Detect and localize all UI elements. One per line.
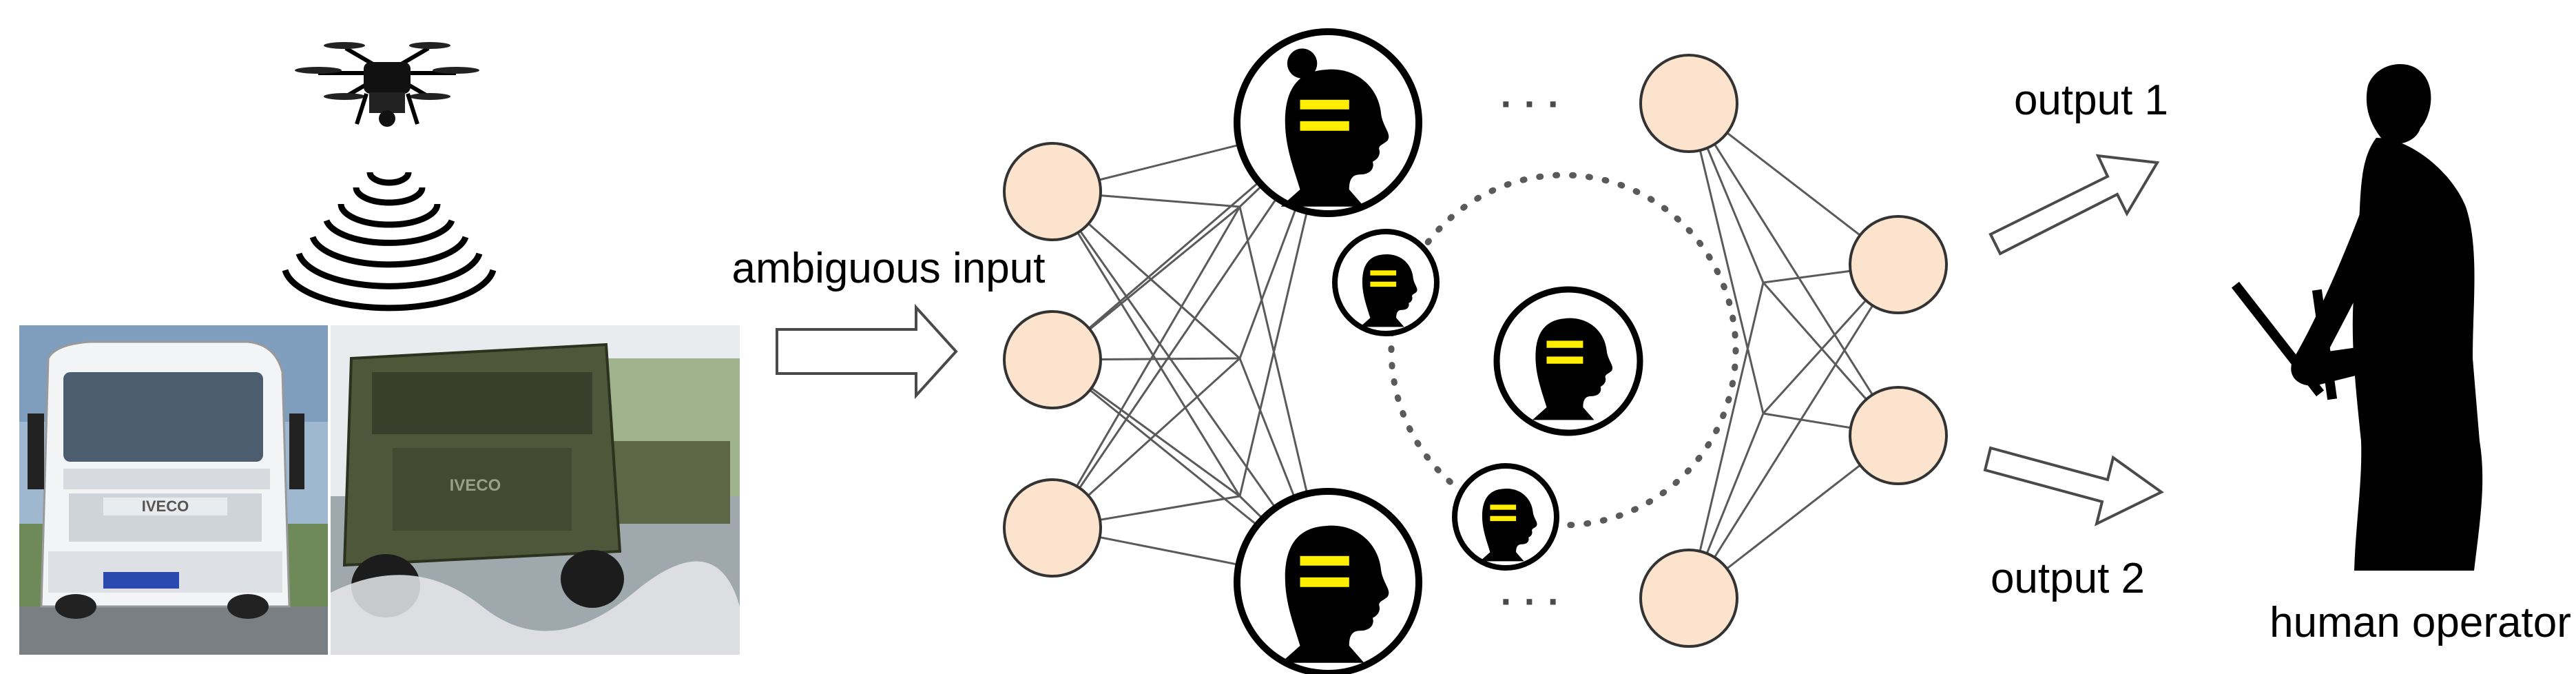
output-arrow-1 <box>1988 154 2160 256</box>
hidden-node <box>1639 54 1738 153</box>
truck-left-badge: IVECO <box>142 498 189 515</box>
output-2-label: output 2 <box>1991 555 2145 602</box>
military-truck-photo: IVECO <box>331 325 740 655</box>
output-node <box>1849 386 1948 485</box>
expert-layer <box>1234 28 1643 674</box>
expert-node-small <box>1332 229 1440 336</box>
hidden-node <box>1639 549 1738 648</box>
drone-icon <box>295 42 479 127</box>
ellipsis-bottom: · · · <box>1500 580 1560 623</box>
edge <box>1687 103 1765 414</box>
operator-silhouette-icon <box>2231 64 2483 571</box>
hidden-layer <box>1639 54 1738 648</box>
ellipsis: · · · · · · <box>1500 82 1560 623</box>
output-node <box>1849 215 1948 314</box>
edge <box>1051 206 1241 529</box>
expert-node-medium <box>1493 286 1643 436</box>
expert-node-large <box>1234 488 1422 674</box>
input-layer <box>1003 142 1102 578</box>
operator-label: human operator <box>2269 599 2571 646</box>
expert-node-large <box>1234 28 1422 217</box>
input-node <box>1003 142 1102 241</box>
civil-truck-photo: IVECO <box>19 325 328 655</box>
edge <box>1051 191 1241 497</box>
output-arrow-2 <box>1983 446 2164 527</box>
dotted-ring <box>1388 172 1739 529</box>
hollow-arrow-icon <box>776 303 958 400</box>
output-1-label: output 1 <box>2014 76 2168 124</box>
output-layer <box>1849 215 1948 485</box>
input-node <box>1003 310 1102 409</box>
input-label: ambiguous input <box>732 245 1046 292</box>
signal-waves-icon <box>282 172 497 312</box>
edge <box>1687 103 1900 436</box>
input-node <box>1003 478 1102 578</box>
edge <box>1687 264 1900 599</box>
edge <box>1687 282 1765 599</box>
expert-node-small <box>1452 463 1559 571</box>
truck-right-badge: IVECO <box>450 476 501 495</box>
ellipsis-top: · · · <box>1500 82 1560 125</box>
